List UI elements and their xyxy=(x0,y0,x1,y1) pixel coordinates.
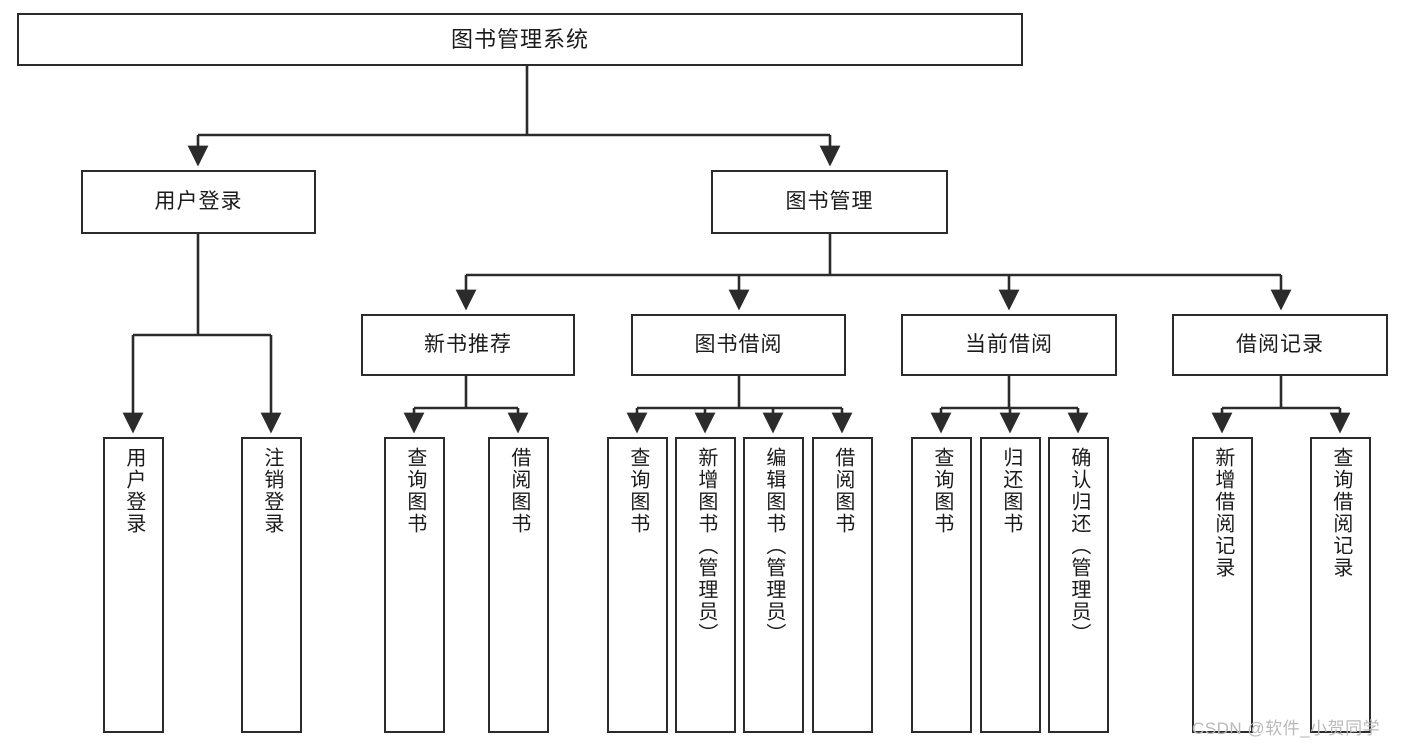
node-label: 新书推荐 xyxy=(424,332,512,356)
node-label: 用户登录 xyxy=(122,447,145,535)
node-label: 查询借阅记录 xyxy=(1329,447,1352,579)
leaf-return-book[interactable]: 归还图书 xyxy=(980,437,1041,733)
watermark-credit: CSDN @软件_小贺同学 xyxy=(1192,719,1381,738)
node-label: 查询图书 xyxy=(403,447,426,535)
leaf-user-login[interactable]: 用户登录 xyxy=(103,437,164,733)
node-label: 图书管理 xyxy=(785,189,874,213)
leaf-query-book-borrow[interactable]: 查询图书 xyxy=(607,437,668,733)
node-label: 注销登录 xyxy=(260,447,283,535)
node-label: 确认归还（管理员） xyxy=(1067,447,1090,645)
leaf-query-borrow-record[interactable]: 查询借阅记录 xyxy=(1310,437,1371,733)
leaf-borrow-book[interactable]: 借阅图书 xyxy=(812,437,873,733)
node-book-borrow[interactable]: 图书借阅 xyxy=(631,314,846,376)
node-user-login[interactable]: 用户登录 xyxy=(81,170,316,234)
leaf-confirm-return-admin[interactable]: 确认归还（管理员） xyxy=(1048,437,1109,733)
node-label: 归还图书 xyxy=(999,447,1022,535)
node-label: 新增图书（管理员） xyxy=(694,447,717,645)
leaf-query-book-recommend[interactable]: 查询图书 xyxy=(384,437,445,733)
leaf-edit-book-admin[interactable]: 编辑图书（管理员） xyxy=(743,437,804,733)
node-label: 新增借阅记录 xyxy=(1211,447,1234,579)
node-label: 借阅图书 xyxy=(507,447,530,535)
node-label: 借阅图书 xyxy=(831,447,854,535)
node-label: 当前借阅 xyxy=(965,332,1053,356)
leaf-add-book-admin[interactable]: 新增图书（管理员） xyxy=(675,437,736,733)
node-current-borrow[interactable]: 当前借阅 xyxy=(901,314,1117,376)
leaf-query-book-current[interactable]: 查询图书 xyxy=(911,437,972,733)
node-borrow-record[interactable]: 借阅记录 xyxy=(1172,314,1388,376)
node-label: 查询图书 xyxy=(930,447,953,535)
node-label: 图书管理系统 xyxy=(450,26,589,52)
leaf-add-borrow-record[interactable]: 新增借阅记录 xyxy=(1192,437,1253,733)
leaf-user-logout[interactable]: 注销登录 xyxy=(241,437,302,733)
node-label: 图书借阅 xyxy=(694,332,783,356)
node-label: 用户登录 xyxy=(154,189,243,213)
node-root-system[interactable]: 图书管理系统 xyxy=(17,13,1023,66)
node-label: 查询图书 xyxy=(626,447,649,535)
node-label: 编辑图书（管理员） xyxy=(762,447,785,645)
node-label: 借阅记录 xyxy=(1236,332,1324,356)
node-book-manage[interactable]: 图书管理 xyxy=(711,170,948,234)
leaf-borrow-book-recommend[interactable]: 借阅图书 xyxy=(488,437,549,733)
node-new-book-rec[interactable]: 新书推荐 xyxy=(361,314,575,376)
